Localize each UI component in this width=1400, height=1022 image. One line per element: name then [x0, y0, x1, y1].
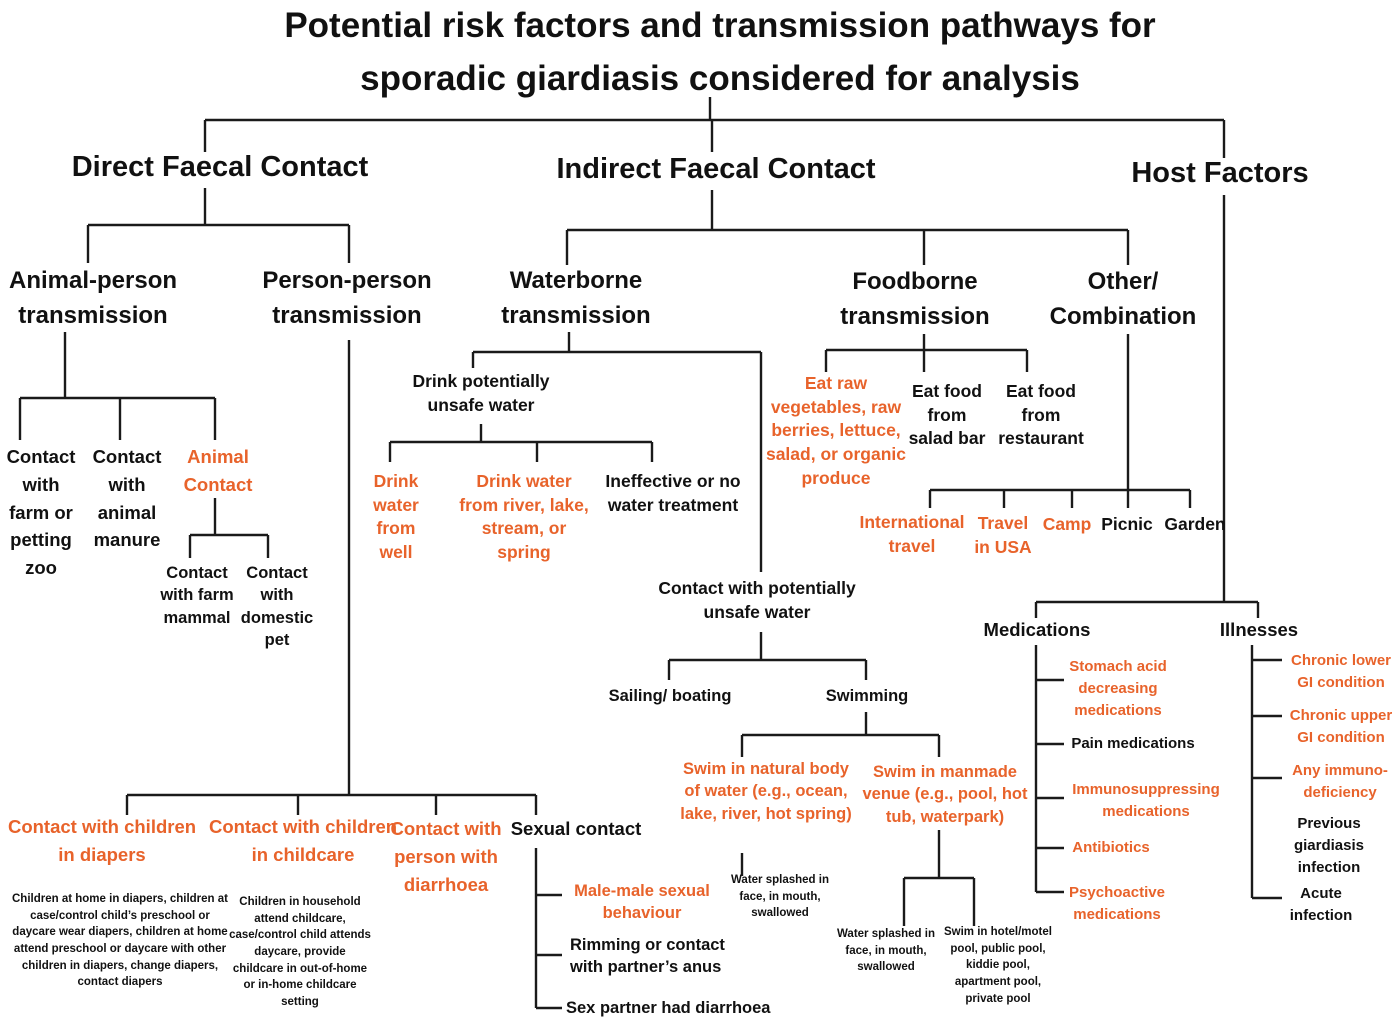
- contact-farm-mammal: Contact with farm mammal: [160, 564, 234, 627]
- swim-natural-water: Swim in natural body of water (e.g., oce…: [680, 760, 852, 823]
- animal-contact: Animal Contact: [183, 446, 253, 495]
- antibiotics: Antibiotics: [1072, 839, 1150, 856]
- chronic-upper-gi: Chronic upper GI condition: [1289, 707, 1393, 746]
- medications: Medications: [983, 619, 1091, 640]
- psychoactive-medications: Psychoactive medications: [1069, 884, 1165, 923]
- acute-infection: Acute infection: [1289, 885, 1353, 924]
- contact-children-diapers: Contact with children in diapers: [7, 816, 197, 865]
- contact-farm-petting-zoo: Contact with farm or petting zoo: [6, 446, 76, 578]
- drink-water-well: Drink water from well: [373, 471, 419, 562]
- eat-food-restaurant: Eat food from restaurant: [998, 381, 1084, 449]
- drink-unsafe-water: Drink potentially unsafe water: [412, 371, 550, 415]
- water-treatment: Ineffective or no water treatment: [605, 471, 741, 515]
- picnic: Picnic: [1101, 514, 1153, 534]
- contact-person-diarrhoea: Contact with person with diarrhoea: [390, 818, 502, 895]
- title-line-1: Potential risk factors and transmission …: [284, 6, 1156, 45]
- person-person-transmission: Person-person transmission: [262, 267, 432, 329]
- illnesses: Illnesses: [1219, 619, 1299, 640]
- pain-medications: Pain medications: [1071, 735, 1195, 752]
- foodborne-transmission: Foodborne transmission: [840, 268, 990, 330]
- host-factors: Host Factors: [1131, 157, 1309, 189]
- swim-manmade-venue: Swim in manmade venue (e.g., pool, hot t…: [862, 763, 1028, 826]
- sexual-contact: Sexual contact: [510, 818, 642, 839]
- eat-raw-produce: Eat raw vegetables, raw berries, lettuce…: [765, 373, 907, 488]
- stomach-acid-medications: Stomach acid decreasing medications: [1069, 658, 1167, 719]
- immunodeficiency: Any immuno- deficiency: [1292, 762, 1388, 801]
- garden: Garden: [1164, 514, 1226, 534]
- waterborne-transmission: Waterborne transmission: [501, 267, 651, 329]
- male-male-sexual-behaviour: Male-male sexual behaviour: [574, 882, 710, 923]
- immunosuppressing-medications: Immunosuppressing medications: [1072, 781, 1220, 820]
- childcare-detail: Children in household attend childcare, …: [229, 896, 371, 1009]
- contact-animal-manure: Contact with animal manure: [92, 446, 162, 551]
- previous-giardiasis: Previous giardiasis infection: [1293, 815, 1365, 876]
- indirect-faecal-contact: Indirect Faecal Contact: [556, 153, 876, 185]
- travel-usa: Travel in USA: [974, 513, 1032, 557]
- eat-food-salad-bar: Eat food from salad bar: [908, 381, 986, 449]
- manmade-venues: Swim in hotel/motel pool, public pool, k…: [944, 926, 1052, 1005]
- manmade-water-splashed: Water splashed in face, in mouth, swallo…: [837, 928, 935, 974]
- international-travel: International travel: [859, 512, 965, 556]
- contact-unsafe-water: Contact with potentially unsafe water: [658, 578, 856, 622]
- contact-domestic-pet: Contact with domestic pet: [240, 564, 314, 649]
- direct-faecal-contact: Direct Faecal Contact: [71, 151, 369, 183]
- contact-children-childcare: Contact with children in childcare: [208, 816, 398, 865]
- drink-water-river: Drink water from river, lake, stream, or…: [459, 471, 589, 562]
- title-line-2: sporadic giardiasis considered for analy…: [360, 58, 1080, 98]
- chronic-lower-gi: Chronic lower GI condition: [1290, 652, 1391, 691]
- swimming: Swimming: [825, 687, 909, 705]
- camp: Camp: [1042, 514, 1092, 534]
- animal-person-transmission: Animal-person transmission: [8, 267, 178, 329]
- diapers-detail: Children at home in diapers, children at…: [12, 893, 228, 989]
- diagram-title: Potential risk factors and transmission …: [140, 0, 1300, 105]
- sailing-boating: Sailing/ boating: [608, 687, 732, 705]
- other-combination: Other/ Combination: [1049, 268, 1197, 330]
- natural-water-splashed: Water splashed in face, in mouth, swallo…: [731, 874, 829, 920]
- rimming-contact: Rimming or contact with partner’s anus: [570, 936, 725, 977]
- sex-partner-diarrhoea: Sex partner had diarrhoea: [566, 999, 771, 1017]
